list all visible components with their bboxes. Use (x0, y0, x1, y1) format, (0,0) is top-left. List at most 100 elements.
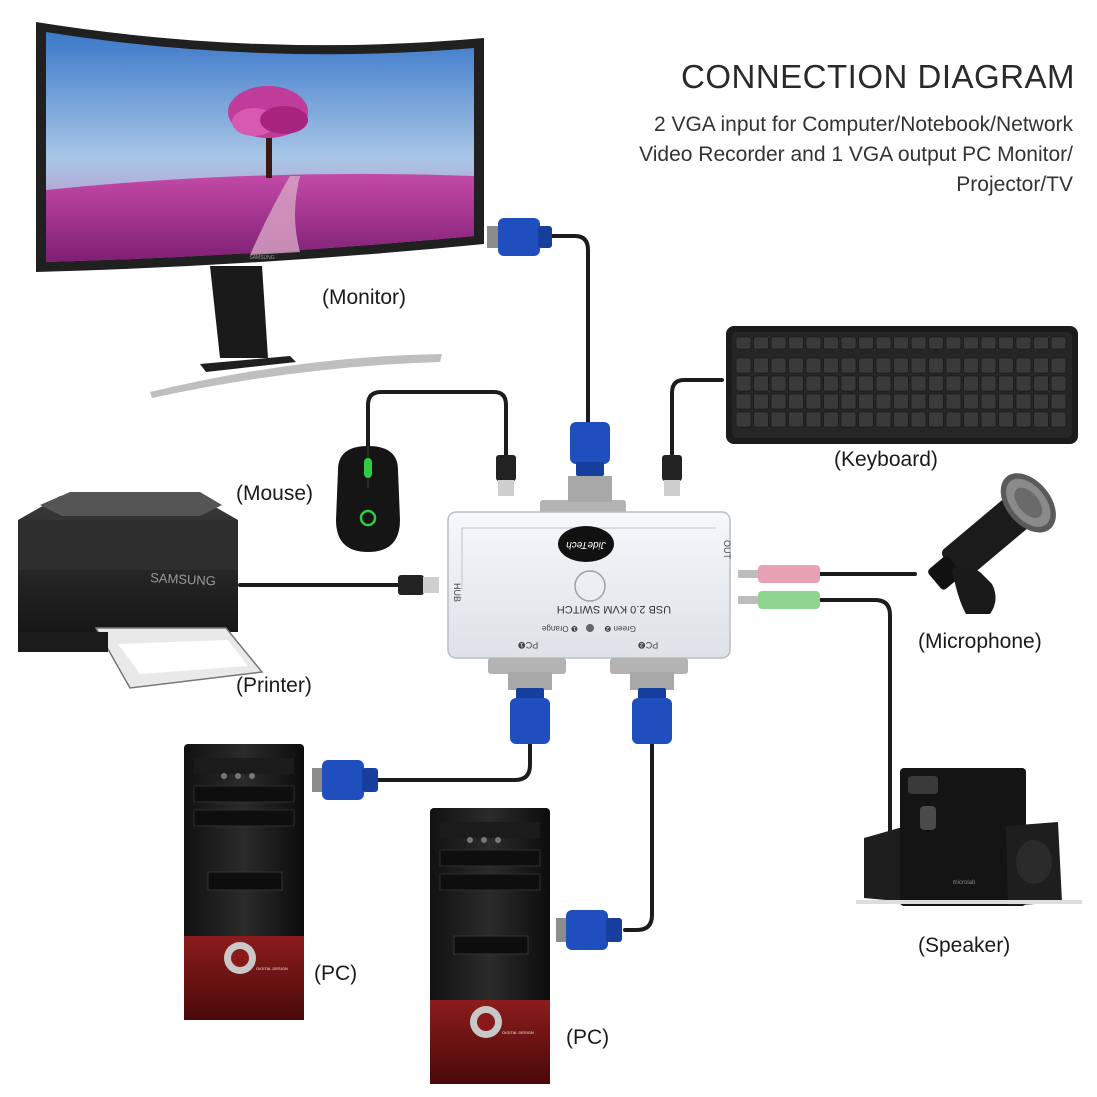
keyboard-key (998, 411, 1014, 428)
kvm-pc1-vga-plug (508, 672, 552, 744)
keyboard-key (980, 375, 997, 392)
keyboard-key (735, 411, 752, 428)
keyboard-key (980, 393, 997, 410)
diagram-subtitle: 2 VGA input for Computer/Notebook/Networ… (573, 110, 1073, 200)
kvm-brand: JideTech (566, 539, 607, 550)
keyboard-key (945, 375, 962, 392)
keyboard-key (910, 411, 927, 428)
cables (238, 234, 917, 932)
keyboard-key (770, 357, 787, 374)
kvm-logo-badge (558, 526, 614, 562)
keyboard-key (858, 357, 874, 374)
kvm-select-button[interactable] (574, 570, 606, 602)
keyboard-key (788, 336, 804, 350)
keyboard-key (770, 375, 787, 392)
keyboard-key (805, 393, 822, 410)
keyboard-key (858, 393, 874, 410)
keyboard-key (753, 393, 769, 410)
keyboard-key (823, 375, 839, 392)
keyboard-key (1033, 411, 1049, 428)
pc1-badge: DIGITAL DESIGN (256, 966, 288, 971)
keyboard-key (753, 375, 769, 392)
pc2-vga-plug (556, 910, 622, 950)
printer-label: (Printer) (236, 674, 312, 697)
printer: SAMSUNG (18, 492, 264, 689)
pc1-vga-cable (376, 740, 532, 782)
keyboard-key (788, 357, 804, 374)
keyboard-key (998, 336, 1014, 350)
keyboard-key (770, 393, 787, 410)
keyboard-key (875, 393, 892, 410)
keyboard-key (963, 411, 979, 428)
keyboard (726, 326, 1078, 444)
keyboard-key (735, 336, 752, 350)
keyboard-key (805, 357, 822, 374)
kvm-pc2-vga-plug (630, 672, 674, 744)
keyboard-key (980, 411, 997, 428)
keyboard-key (858, 336, 874, 350)
keyboard-key (893, 375, 909, 392)
monitor: SAMSUNG (36, 22, 484, 398)
monitor-label: (Monitor) (322, 286, 407, 309)
keyboard-key (770, 411, 787, 428)
speaker-brand: microlab (953, 880, 976, 886)
keyboard-key (928, 411, 944, 428)
keyboard-key (980, 357, 997, 374)
keyboard-key (823, 336, 839, 350)
keyboard-key (805, 336, 822, 350)
kvm-port-pc2-label: PC❷ (638, 640, 659, 650)
keyboard-key (788, 393, 804, 410)
kvm-switch: JideTech USB 2.0 KVM SWITCH Green ❷ ❶ Or… (447, 500, 732, 674)
keyboard-key (840, 375, 857, 392)
keyboard-key (875, 411, 892, 428)
keyboard-key (945, 357, 962, 374)
keyboard-key (770, 336, 787, 350)
keyboard-key (1050, 357, 1067, 374)
pc2-vga-cable (623, 740, 654, 932)
printer-usb-plug (398, 575, 439, 595)
keyboard-key (840, 357, 857, 374)
keyboard-key (1050, 375, 1067, 392)
kvm-port-pc1-label: PC❶ (518, 640, 539, 650)
keyboard-key (963, 336, 979, 350)
keyboard-usb-plug (662, 455, 682, 496)
keyboard-key (753, 357, 769, 374)
keyboard-key (805, 411, 822, 428)
keyboard-key (805, 375, 822, 392)
keyboard-key (1015, 393, 1032, 410)
keyboard-key (998, 357, 1014, 374)
keyboard-key (998, 375, 1014, 392)
monitor-vga-plug (487, 218, 552, 256)
mouse-usb-plug (496, 455, 516, 496)
keyboard-key (1033, 336, 1049, 350)
keyboard-key (1050, 393, 1067, 410)
pc1-label: (PC) (314, 962, 358, 985)
keyboard-key (945, 336, 962, 350)
keyboard-key (980, 336, 997, 350)
microphone (928, 473, 1056, 614)
keyboard-usb-cable (670, 378, 724, 458)
microphone-label: (Microphone) (918, 630, 1042, 653)
keyboard-key (928, 357, 944, 374)
keyboard-key (753, 411, 769, 428)
subtitle-line-1: 2 VGA input for Computer/Notebook/Networ… (653, 113, 1073, 136)
keyboard-key (893, 357, 909, 374)
keyboard-key (945, 411, 962, 428)
keyboard-key (875, 336, 892, 350)
keyboard-key (928, 375, 944, 392)
speaker-label: (Speaker) (918, 934, 1011, 957)
keyboard-key (735, 375, 752, 392)
keyboard-key (910, 336, 927, 350)
keyboard-key (963, 375, 979, 392)
keyboard-key (788, 375, 804, 392)
kvm-port-hub-label: HUB (452, 583, 462, 602)
keyboard-key (928, 393, 944, 410)
kvm-mic-plug (738, 565, 820, 583)
keyboard-label: (Keyboard) (834, 448, 938, 471)
keyboard-key (1015, 357, 1032, 374)
speaker-cable (816, 598, 892, 842)
pc1-vga-plug (312, 760, 378, 800)
keyboard-key (735, 393, 752, 410)
kvm-monitor-vga-plug (568, 422, 612, 502)
